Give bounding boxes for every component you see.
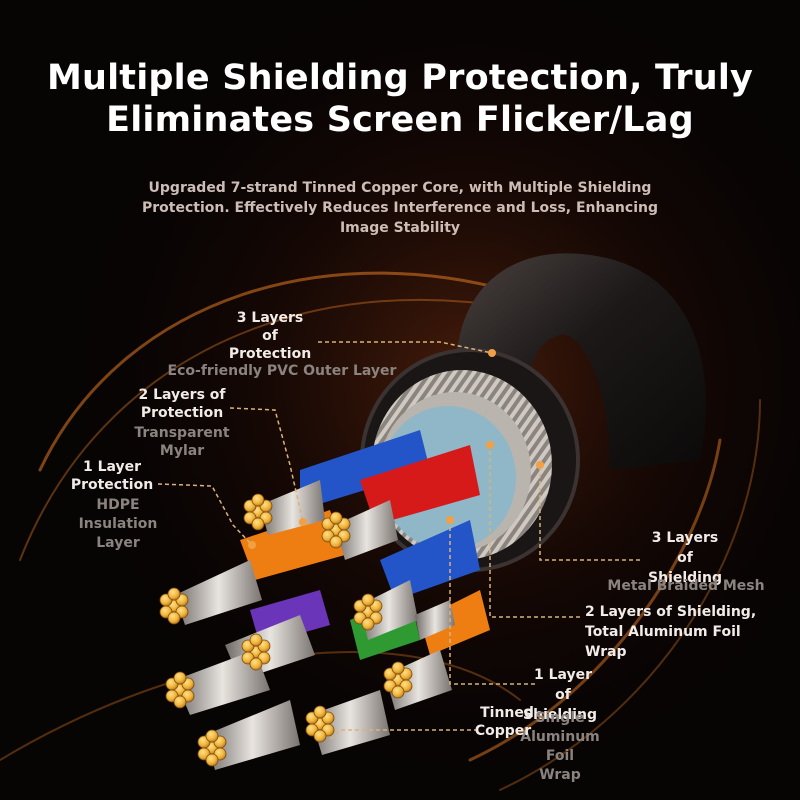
leader-copper [329,729,478,741]
label-copper-line-2: Copper [474,723,532,739]
subtitle-line-3: Image Stability [339,220,461,236]
subtitle-line-1: Upgraded 7-strand Tinned Copper Core, wi… [148,180,652,196]
conductors [159,430,490,770]
orange-insulation-2 [420,590,490,655]
leader-mylar [229,407,304,523]
leader-hdpe [157,483,253,546]
label-mesh-line-3: Shielding [648,570,722,586]
page-title-line-1: Multiple Shielding Protection, Truly [46,58,754,98]
label-foil1-sub-4: Wrap [539,767,581,783]
label-mesh-line-2: of [677,550,693,566]
light-trails [0,271,761,791]
label-foil2-line-2: Total Aluminum Foil [585,624,741,640]
label-mesh-sub: Metal Braided Mesh [607,578,765,594]
label-foil2-line-3: Wrap [585,644,627,660]
label-hdpe-sub-3: Layer [96,535,140,551]
orange-insulation [240,510,345,580]
leader-lines [157,341,640,741]
label-foil2-line-1: 2 Layers of Shielding, [585,604,757,620]
label-foil1-sub-2: Aluminum [520,729,600,745]
label-foil1-line-3: Shielding [523,707,597,723]
leader-mesh [539,465,640,561]
label-pvc-line-2: of [262,328,278,344]
subtitle-line-2: Protection. Effectively Reduces Interfer… [141,200,658,216]
blue-insulation [300,430,430,510]
label-foil1-sub-3: Foil [545,748,575,764]
label-mylar-line-2: Protection [140,405,224,421]
label-mylar-sub-1: Transparent [134,425,230,441]
label-foil1-sub-1: Single [535,710,585,726]
leader-foil1 [449,520,535,685]
leader-dots [248,349,544,549]
label-copper-line-1: Tinned [480,705,534,721]
label-mylar-line-1: 2 Layers of [138,387,226,403]
label-hdpe-sub-2: Insulation [78,516,158,532]
page-title-line-2: Eliminates Screen Flicker/Lag [106,100,694,140]
label-foil1-line-1: 1 Layer [533,667,593,683]
label-mesh-line-1: 3 Layers [651,530,719,546]
label-hdpe-line-1: 1 Layer [82,459,142,475]
label-pvc-line-1: 3 Layers [236,310,304,326]
label-hdpe-sub-1: HDPE [96,497,140,513]
label-foil1-line-2: of [555,687,571,703]
leader-foil2 [489,445,580,618]
label-mylar-sub-2: Mylar [159,443,205,459]
label-hdpe-line-2: Protection [70,477,154,493]
label-pvc-sub: Eco-friendly PVC Outer Layer [167,363,397,379]
blue-insulation-2 [380,520,480,600]
leader-pvc [318,341,493,354]
label-pvc-line-3: Protection [228,346,312,362]
